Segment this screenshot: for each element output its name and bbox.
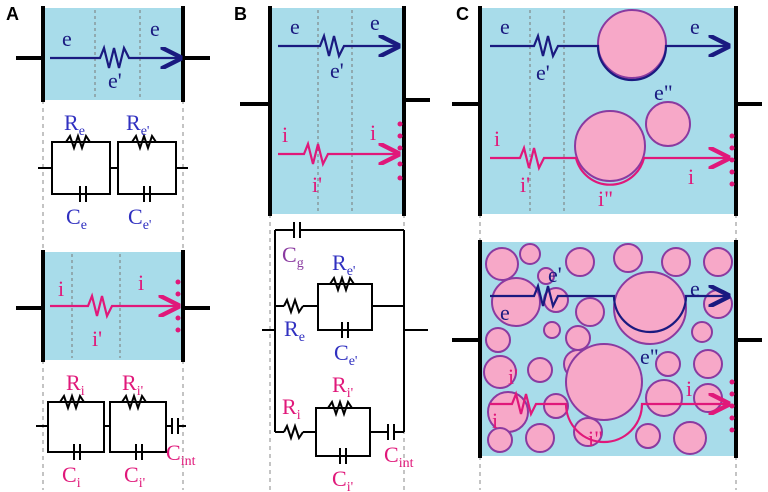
label-i-grain: i" [598, 186, 613, 211]
label-e-grain: e" [640, 344, 659, 369]
label-e-left: e [500, 14, 510, 39]
panel-c: C e e' e" e i i' [452, 4, 762, 490]
label-re: Re [64, 110, 85, 139]
label-e-left: e [62, 26, 72, 51]
electron-path [490, 32, 726, 82]
label-ri-prime: Ri' [332, 372, 353, 401]
label-i-prime: i' [312, 172, 322, 197]
label-i-left: i [492, 408, 498, 433]
label-e-prime: e' [536, 60, 550, 85]
label-e-right: e [370, 10, 380, 35]
panel-b-letter: B [234, 4, 247, 24]
label-e-prime: e' [548, 262, 562, 287]
label-ci: Ci [62, 462, 81, 491]
panel-b-circuit [262, 222, 428, 464]
label-i-right: i [686, 376, 692, 401]
label-e-right: e [150, 16, 160, 41]
ion-path [278, 140, 396, 168]
label-ri-prime: Ri' [122, 370, 143, 399]
panel-a-ion-cell: i i i' [16, 250, 210, 362]
label-ce-prime: Ce' [128, 204, 151, 233]
panel-a-circuit-ion [36, 392, 186, 460]
panel-c-letter: C [456, 4, 469, 24]
electron-path [490, 282, 726, 334]
label-ce-prime: Ce' [334, 340, 357, 369]
panel-b: B e e e' i i i' [234, 4, 430, 492]
label-ci-prime: Ci' [332, 466, 353, 492]
ion-path [490, 144, 726, 186]
label-ce: Ce [66, 204, 87, 233]
panel-a-circuit-electron [38, 132, 188, 202]
label-cint: Cint [384, 442, 414, 471]
electron-path [278, 32, 396, 60]
label-cint: Cint [166, 440, 196, 469]
label-e-left: e [500, 300, 510, 325]
label-ri: Ri [282, 394, 301, 423]
label-ci-prime: Ci' [124, 462, 145, 491]
label-i-left: i [282, 122, 288, 147]
panel-a: A e e e' [6, 4, 210, 491]
electron-path [50, 44, 178, 68]
label-i-grain: i" [588, 426, 603, 451]
label-i-prime: i' [92, 326, 102, 351]
label-i-right: i [370, 120, 376, 145]
ion-path [490, 390, 726, 444]
grain-cluster [483, 243, 733, 455]
label-e-left: e [290, 14, 300, 39]
panel-c-top-cell: e e' e" e i i' i" i [452, 6, 762, 216]
label-e-right: e [690, 276, 700, 301]
panel-b-cell: e e e' i i i' [240, 6, 430, 216]
label-re: Re [284, 316, 305, 345]
label-ri: Ri [66, 370, 85, 399]
panel-c-bottom-cell: e e' e" e i i' i" i [452, 240, 762, 458]
label-e-grain: e" [654, 80, 673, 105]
label-e-prime: e' [108, 68, 122, 93]
panel-a-electron-cell: e e e' [16, 6, 210, 102]
grain [574, 9, 691, 182]
label-i-right: i [138, 270, 144, 295]
label-cg: Cg [282, 242, 304, 271]
label-i-prime: i' [508, 364, 518, 389]
label-i-prime: i' [520, 172, 530, 197]
ion-path [50, 292, 176, 320]
label-re-prime: Re' [332, 250, 355, 279]
label-re-prime: Re' [126, 110, 149, 139]
panel-a-letter: A [6, 4, 19, 24]
label-e-prime: e' [330, 58, 344, 83]
label-i-left: i [494, 126, 500, 151]
label-i-left: i [58, 276, 64, 301]
label-i-right: i [688, 164, 694, 189]
label-e-right: e [690, 14, 700, 39]
